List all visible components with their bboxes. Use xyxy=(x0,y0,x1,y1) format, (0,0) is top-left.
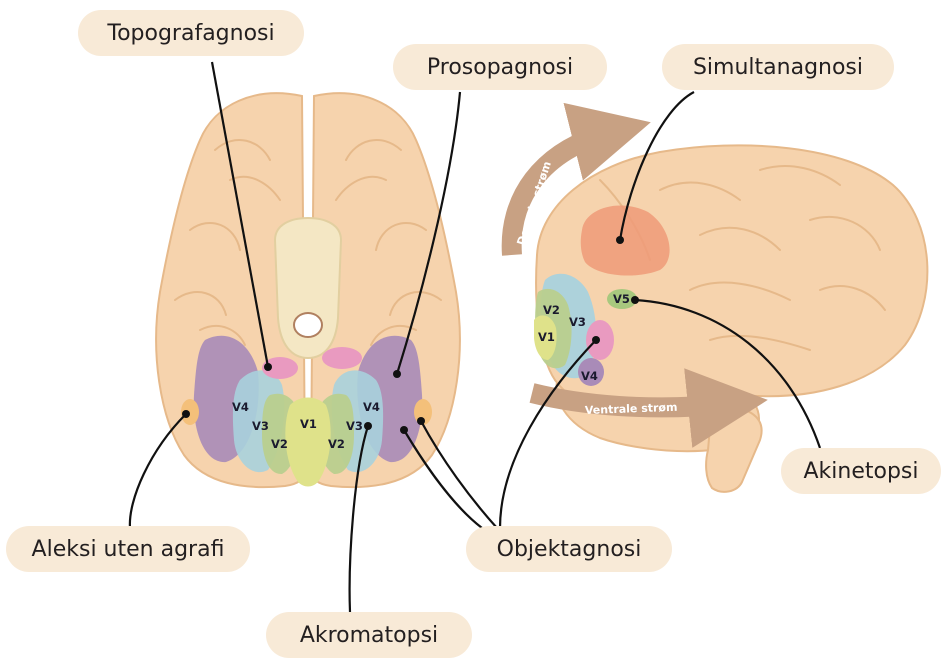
area-label-v4-left: V4 xyxy=(232,400,249,414)
label-simultanagnosi: Simultanagnosi xyxy=(662,44,894,90)
label-akinetopsi: Akinetopsi xyxy=(781,448,941,494)
pink-spot-right xyxy=(322,347,362,369)
label-topografagnosi: Topografagnosi xyxy=(78,10,304,56)
area-label-v4-right: V4 xyxy=(363,400,380,414)
area-label-v1: V1 xyxy=(300,417,317,431)
lateral-brain-view: V2 V3 V1 V4 V5 Dorsale strøm Ventrale st… xyxy=(512,132,928,492)
label-objektagnosi: Objektagnosi xyxy=(466,526,672,572)
label-prosopagnosi: Prosopagnosi xyxy=(393,44,607,90)
spinal-cord-section xyxy=(294,313,322,337)
inferior-brain-view: V4 V3 V2 V1 V2 V3 V4 xyxy=(156,93,460,487)
lateral-area-label-v3: V3 xyxy=(569,315,586,329)
lateral-brainstem xyxy=(706,405,762,492)
area-label-v3-right: V3 xyxy=(346,419,363,433)
lateral-area-label-v2: V2 xyxy=(543,303,560,317)
lateral-area-label-v4: V4 xyxy=(581,369,598,383)
label-aleksi-uten-agrafi: Aleksi uten agrafi xyxy=(6,526,250,572)
area-label-v2-right: V2 xyxy=(328,437,345,451)
area-label-v3-left: V3 xyxy=(252,419,269,433)
lateral-area-label-v1: V1 xyxy=(538,330,555,344)
area-label-v2-left: V2 xyxy=(271,437,288,451)
label-akromatopsi: Akromatopsi xyxy=(266,612,472,658)
lateral-area-label-v5: V5 xyxy=(613,292,630,306)
